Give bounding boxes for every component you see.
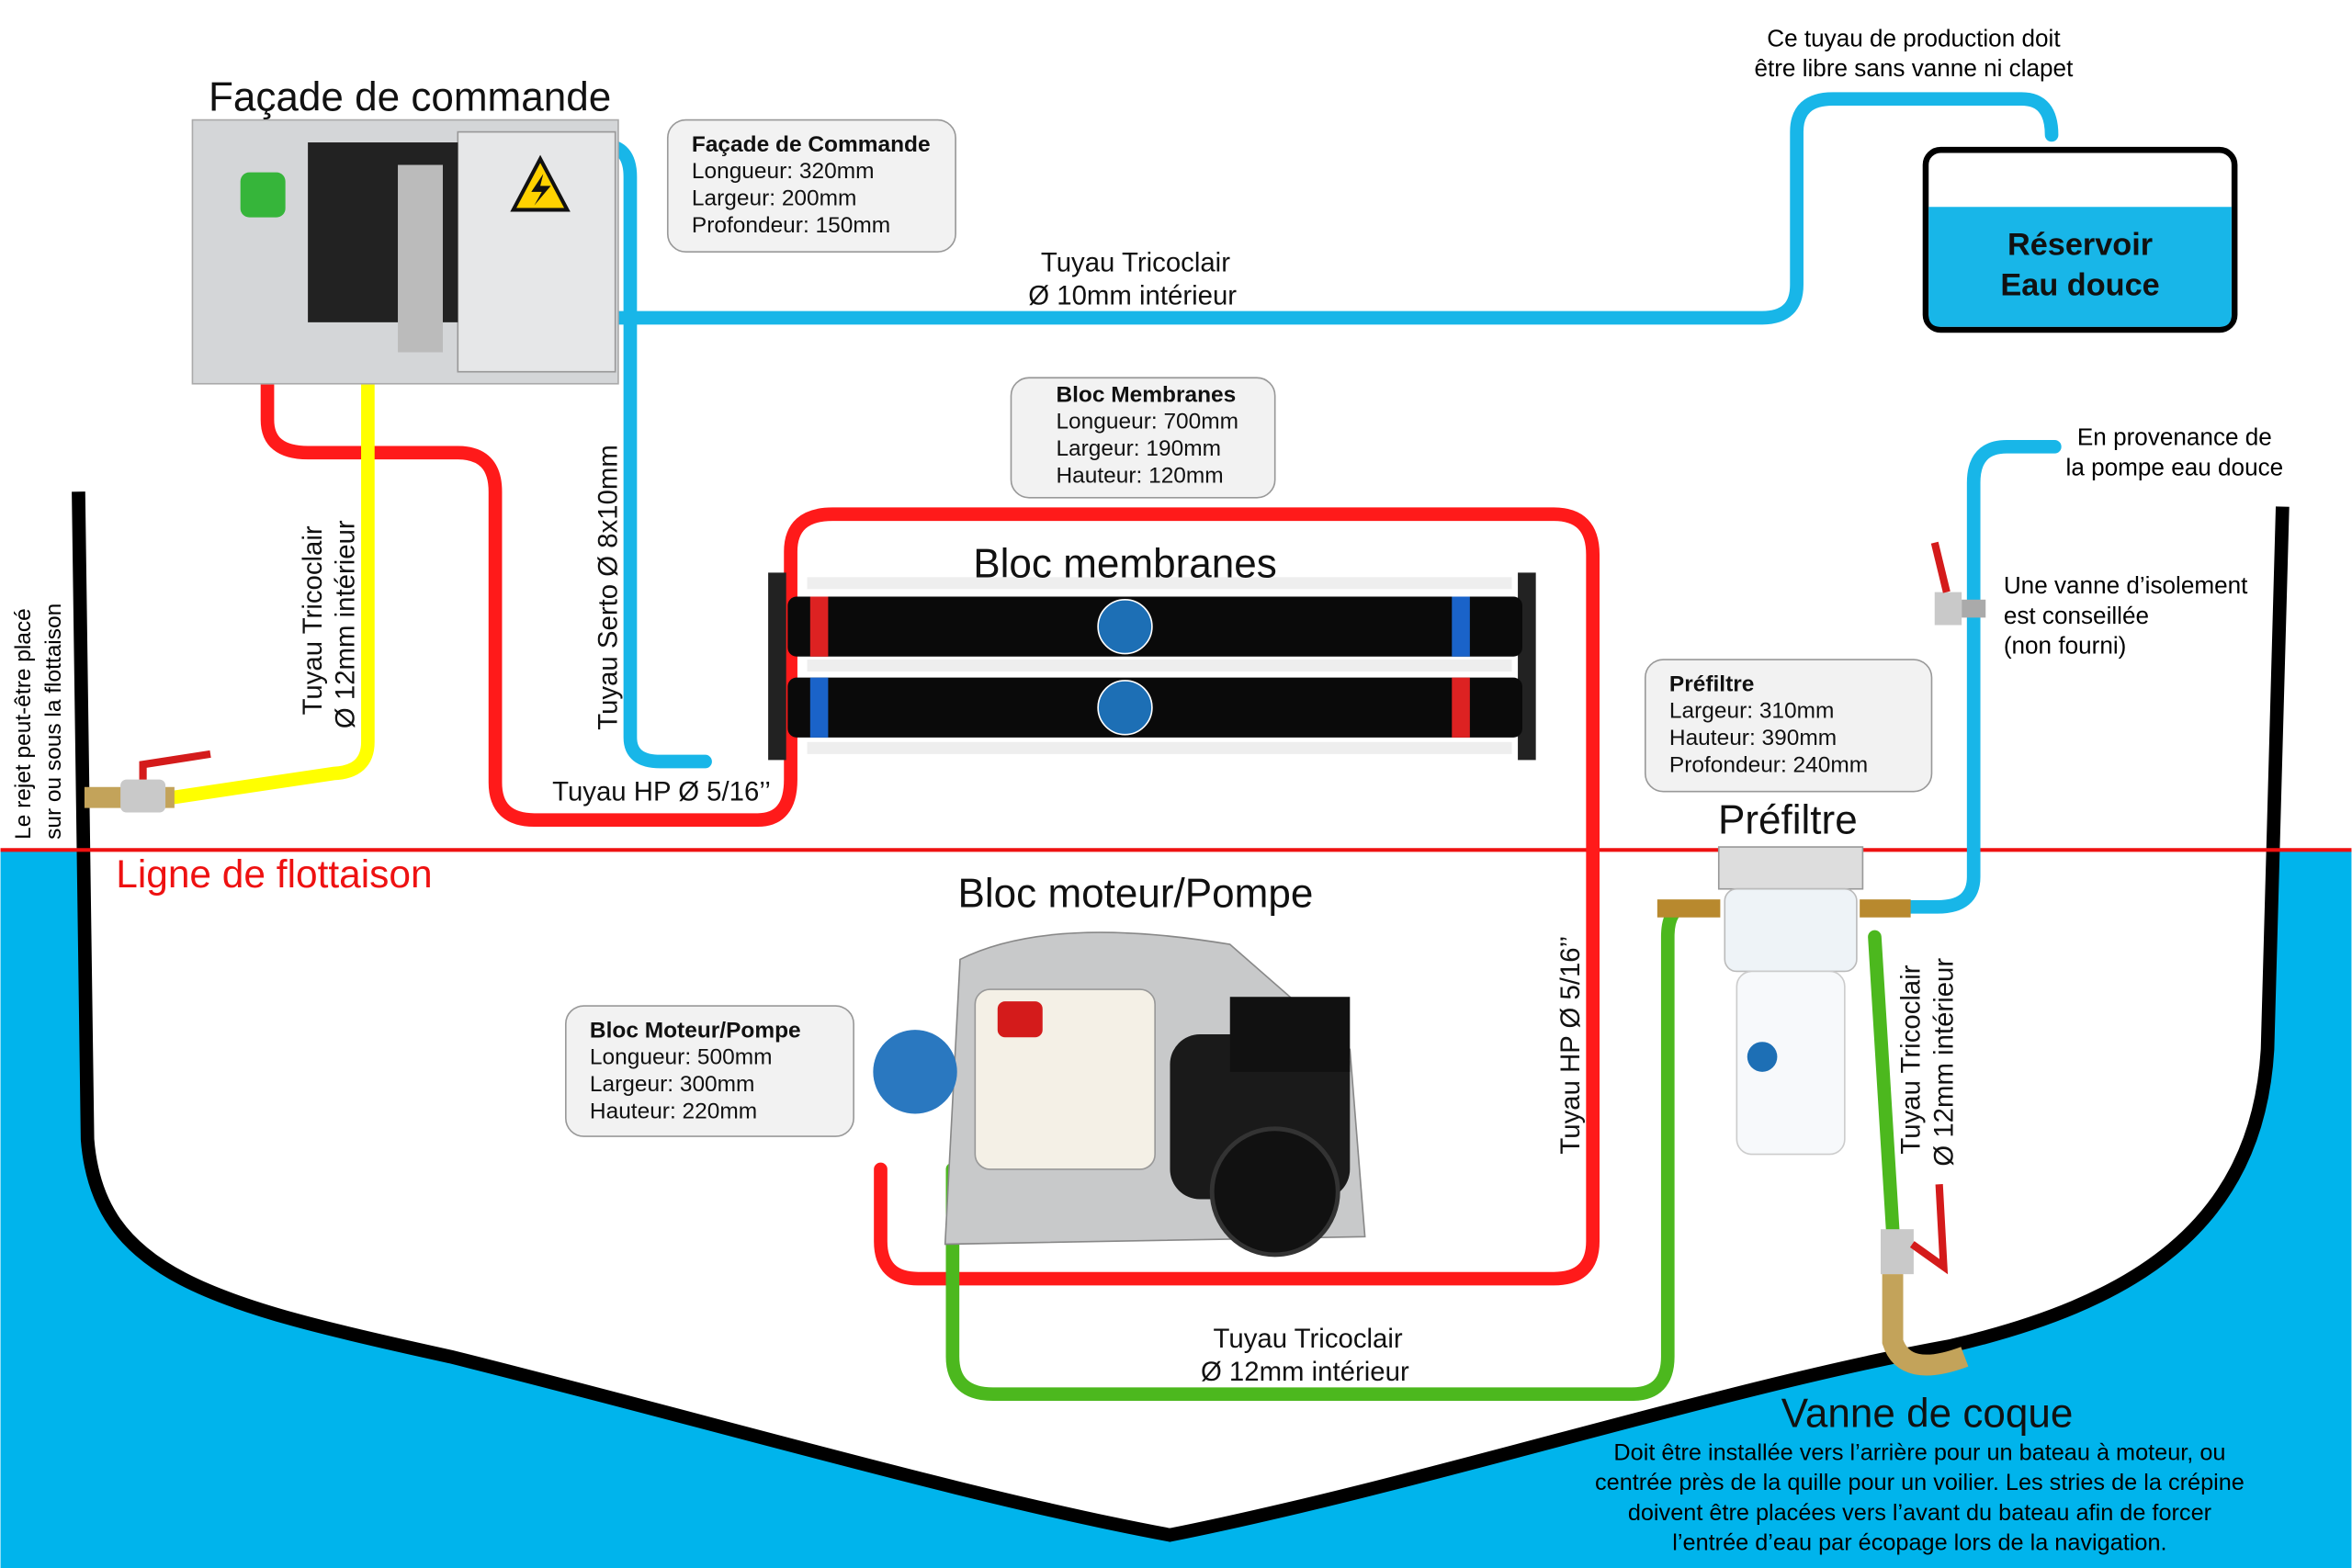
warning-high-voltage-icon [510, 154, 571, 212]
pipe-label: Ø 10mm intérieur [1028, 280, 1237, 310]
discharge-valve-icon [84, 750, 211, 813]
pipe-hp-left [260, 255, 797, 828]
info-box-line: Largeur: 310mm [1669, 699, 1835, 724]
control-panel [191, 118, 619, 385]
info-box-facade: Façade de Commande Longueur: 320mm Large… [666, 118, 956, 253]
title-moteur: Bloc moteur/Pompe [958, 871, 1314, 916]
note-provenance: En provenance de [2077, 423, 2272, 451]
pipe-label: Tuyau Serto Ø 8x10mm [593, 445, 623, 730]
desc-line: l’entrée d’eau par écopage lors de la na… [1672, 1529, 2166, 1555]
pipe-tricoclair-12mm-feed [945, 899, 1694, 1402]
pipe-tricoclair-12mm-inlet [1868, 930, 1900, 1236]
reservoir [1922, 146, 2238, 333]
hull-outline [72, 491, 2290, 1542]
info-box-line: Hauteur: 390mm [1669, 726, 1837, 750]
note-production: être libre sans vanne ni clapet [1754, 54, 2074, 82]
reservoir-label-line1: Réservoir [2007, 227, 2153, 262]
info-box-line: Largeur: 200mm [692, 186, 857, 211]
title-prefiltre: Préfiltre [1718, 797, 1858, 842]
title-facade: Façade de commande [209, 75, 611, 120]
title-membranes: Bloc membranes [973, 541, 1276, 586]
pipe-label: Ø 12mm intérieur [331, 520, 361, 728]
title-vanne-coque: Vanne de coque [1781, 1392, 2074, 1437]
desc-line: centrée près de la quille pour un voilie… [1595, 1470, 2245, 1495]
pipe-label: Tuyau Tricoclair [298, 525, 328, 715]
waterline-label: Ligne de flottaison [116, 852, 432, 896]
pipe-label: Tuyau Tricoclair [1041, 247, 1230, 277]
info-box-line: Longueur: 500mm [590, 1045, 773, 1070]
prefilter [1657, 846, 1911, 1156]
vanne-coque-description: Doit être installée vers l’arrière pour … [1595, 1440, 2245, 1556]
pipe-label: Ø 12mm intérieur [1201, 1357, 1409, 1387]
pipe-label: Tuyau HP Ø 5/16’’ [1555, 936, 1586, 1155]
info-box-line: Largeur: 190mm [1056, 436, 1221, 461]
desc-line: Doit être installée vers l’arrière pour … [1613, 1440, 2225, 1466]
membrane-block [768, 572, 1536, 761]
note-rejet: sur ou sous la flottaison [41, 604, 66, 840]
info-box-line: Largeur: 300mm [590, 1072, 755, 1097]
pipe-freshwater-inlet [1897, 439, 2062, 914]
note-vanne-isolement: Une vanne d’isolement [2004, 571, 2248, 599]
pipe-label: Tuyau Tricoclair [1895, 964, 1926, 1154]
info-box-prefiltre: Préfiltre Largeur: 310mm Hauteur: 390mm … [1644, 659, 1933, 793]
info-box-title: Préfiltre [1669, 671, 1754, 696]
note-vanne-isolement: (non fourni) [2004, 632, 2127, 660]
isolation-valve-icon [1930, 541, 1986, 626]
reservoir-label-line2: Eau douce [2000, 267, 2159, 302]
info-box-membranes: Bloc Membranes Longueur: 700mm Largeur: … [1010, 377, 1276, 499]
info-box-line: Hauteur: 220mm [590, 1099, 757, 1123]
desc-line: doivent être placées vers l’avant du bat… [1628, 1500, 2211, 1526]
info-box-line: Profondeur: 240mm [1669, 752, 1868, 777]
hull-valve-icon [1881, 1184, 1969, 1376]
note-provenance: la pompe eau douce [2066, 453, 2284, 480]
pipe-hp-right [784, 507, 1600, 1286]
pipe-tricoclair-12mm-discharge [165, 375, 375, 805]
pipe-label: Ø 12mm intérieur [1928, 958, 1959, 1167]
info-box-line: Longueur: 320mm [692, 159, 875, 184]
info-box-line: Longueur: 700mm [1056, 410, 1238, 434]
pipe-label: Tuyau HP Ø 5/16’’ [552, 776, 771, 807]
note-rejet: Le rejet peut-être placé [11, 608, 36, 840]
info-box-line: Profondeur: 150mm [692, 213, 890, 238]
info-box-moteur: Bloc Moteur/Pompe Longueur: 500mm Largeu… [564, 1005, 854, 1137]
note-production: Ce tuyau de production doit [1767, 25, 2061, 52]
info-box-title: Bloc Moteur/Pompe [590, 1018, 801, 1043]
info-box-title: Façade de Commande [692, 132, 931, 157]
motor-pump-block [873, 931, 1366, 1258]
info-box-line: Hauteur: 120mm [1056, 463, 1223, 488]
info-box-title: Bloc Membranes [1056, 382, 1236, 407]
note-vanne-isolement: est conseillée [2004, 602, 2149, 629]
pipe-label: Tuyau Tricoclair [1214, 1324, 1403, 1354]
